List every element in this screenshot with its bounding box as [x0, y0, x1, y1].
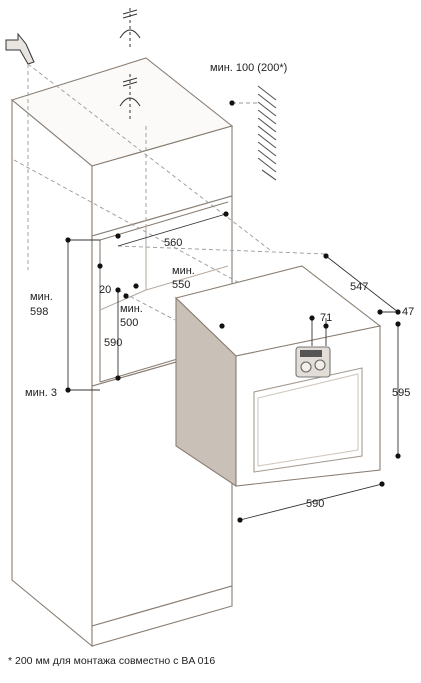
label-560: 560 — [164, 237, 182, 249]
ventilation-hatch — [257, 85, 277, 181]
cabinet-left-face — [11, 98, 93, 648]
oven-dimension-lines — [239, 255, 399, 521]
cabinet-dimensions — [67, 213, 227, 391]
label-500: 500 — [120, 317, 138, 329]
oven-unit — [174, 265, 382, 488]
oven-dimension-dots — [219, 253, 401, 523]
footnote: * 200 мм для монтажа совместно с BA 016 — [8, 655, 216, 667]
anchor-symbols — [5, 8, 141, 120]
label-547: 547 — [350, 281, 368, 293]
cabinet-plinth — [91, 585, 233, 647]
label-min-550-prefix: мин. — [172, 265, 195, 277]
label-20: 20 — [99, 284, 111, 296]
label-595: 595 — [392, 387, 410, 399]
label-590-niche: 590 — [104, 337, 122, 349]
oven-knob-left — [300, 361, 312, 373]
label-590-oven: 590 — [306, 498, 324, 510]
label-598: 598 — [30, 306, 48, 318]
label-71: 71 — [320, 312, 332, 324]
label-min-500-prefix: мин. — [120, 303, 143, 315]
label-min-598-prefix: мин. — [30, 291, 53, 303]
oven-knob-right — [314, 359, 326, 371]
label-47: 47 — [402, 306, 414, 318]
dimension-dots — [65, 100, 235, 393]
label-550: 550 — [172, 279, 190, 291]
label-min-100-200: мин. 100 (200*) — [210, 62, 287, 74]
bracket-icon — [5, 32, 35, 65]
label-min-3: мин. 3 — [25, 387, 57, 399]
